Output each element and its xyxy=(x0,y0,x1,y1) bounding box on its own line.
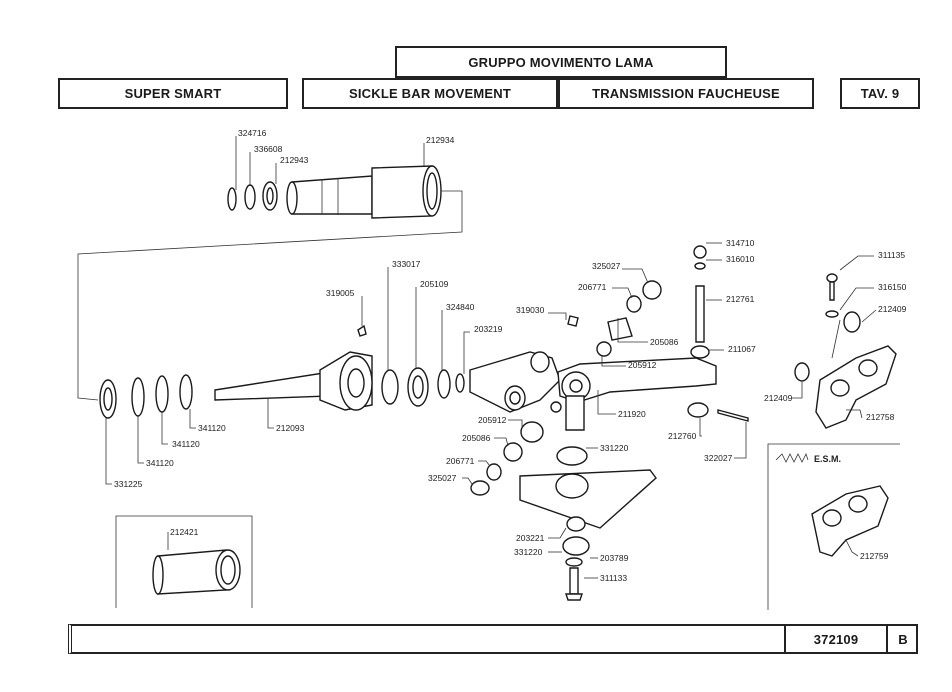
part-number: 205109 xyxy=(420,279,449,289)
upper-sleeve-group xyxy=(227,165,442,219)
title-french: TRANSMISSION FAUCHEUSE xyxy=(558,78,814,109)
part-number: 212409 xyxy=(764,393,793,403)
part-number: 212421 xyxy=(170,527,199,537)
part-number: 325027 xyxy=(592,261,621,271)
part-number: 212760 xyxy=(668,431,697,441)
part-number: 316150 xyxy=(878,282,907,292)
yoke-group xyxy=(469,245,749,431)
part-number: 331220 xyxy=(600,443,629,453)
part-number: 336608 xyxy=(254,144,283,154)
title-english: SICKLE BAR MOVEMENT xyxy=(302,78,558,109)
part-number: 212761 xyxy=(726,294,755,304)
lower-sleeve-inset xyxy=(115,515,253,608)
part-number: 324716 xyxy=(238,128,267,138)
esm-inset xyxy=(767,443,900,610)
esm-label: E.S.M. xyxy=(814,454,841,464)
right-bracket-group xyxy=(794,273,897,429)
part-number: 211920 xyxy=(618,409,646,419)
part-number: 203221 xyxy=(516,533,545,543)
part-number: 211067 xyxy=(728,344,756,354)
part-number: 203789 xyxy=(600,553,629,563)
part-number: 205086 xyxy=(462,433,491,443)
part-number: 325027 xyxy=(428,473,457,483)
group-title: GRUPPO MOVIMENTO LAMA xyxy=(395,46,727,78)
part-number: 212093 xyxy=(276,423,305,433)
part-number: 212943 xyxy=(280,155,309,165)
part-number: 331220 xyxy=(514,547,543,557)
part-number: 205912 xyxy=(478,415,507,425)
part-number: 212409 xyxy=(878,304,907,314)
part-number: 212758 xyxy=(866,412,895,422)
part-number: 341120 xyxy=(172,439,200,449)
part-number: 341120 xyxy=(146,458,174,468)
main-shaft-group xyxy=(99,324,465,419)
part-number: 203219 xyxy=(474,324,503,334)
part-number: 314710 xyxy=(726,238,755,248)
footer-bar xyxy=(68,624,918,654)
part-number: 316010 xyxy=(726,254,755,264)
part-number: 311135 xyxy=(878,250,905,260)
drawing-code: 372109 xyxy=(784,624,888,654)
part-number: 322027 xyxy=(704,453,733,463)
part-number: 206771 xyxy=(578,282,607,292)
lower-stack-group xyxy=(470,421,657,601)
part-number: 341120 xyxy=(198,423,226,433)
part-number: 324840 xyxy=(446,302,475,312)
part-number: 333017 xyxy=(392,259,421,269)
part-number: 212934 xyxy=(426,135,455,145)
part-number: 331225 xyxy=(114,479,143,489)
part-number: 205086 xyxy=(650,337,679,347)
revision-letter: B xyxy=(898,631,908,647)
model-name: SUPER SMART xyxy=(58,78,288,109)
part-number: 205912 xyxy=(628,360,657,370)
part-number: 311133 xyxy=(600,573,627,583)
part-number: 319005 xyxy=(326,288,355,298)
part-number: 212759 xyxy=(860,551,889,561)
part-number: 206771 xyxy=(446,456,475,466)
table-number: TAV. 9 xyxy=(840,78,920,109)
part-number: 319030 xyxy=(516,305,545,315)
